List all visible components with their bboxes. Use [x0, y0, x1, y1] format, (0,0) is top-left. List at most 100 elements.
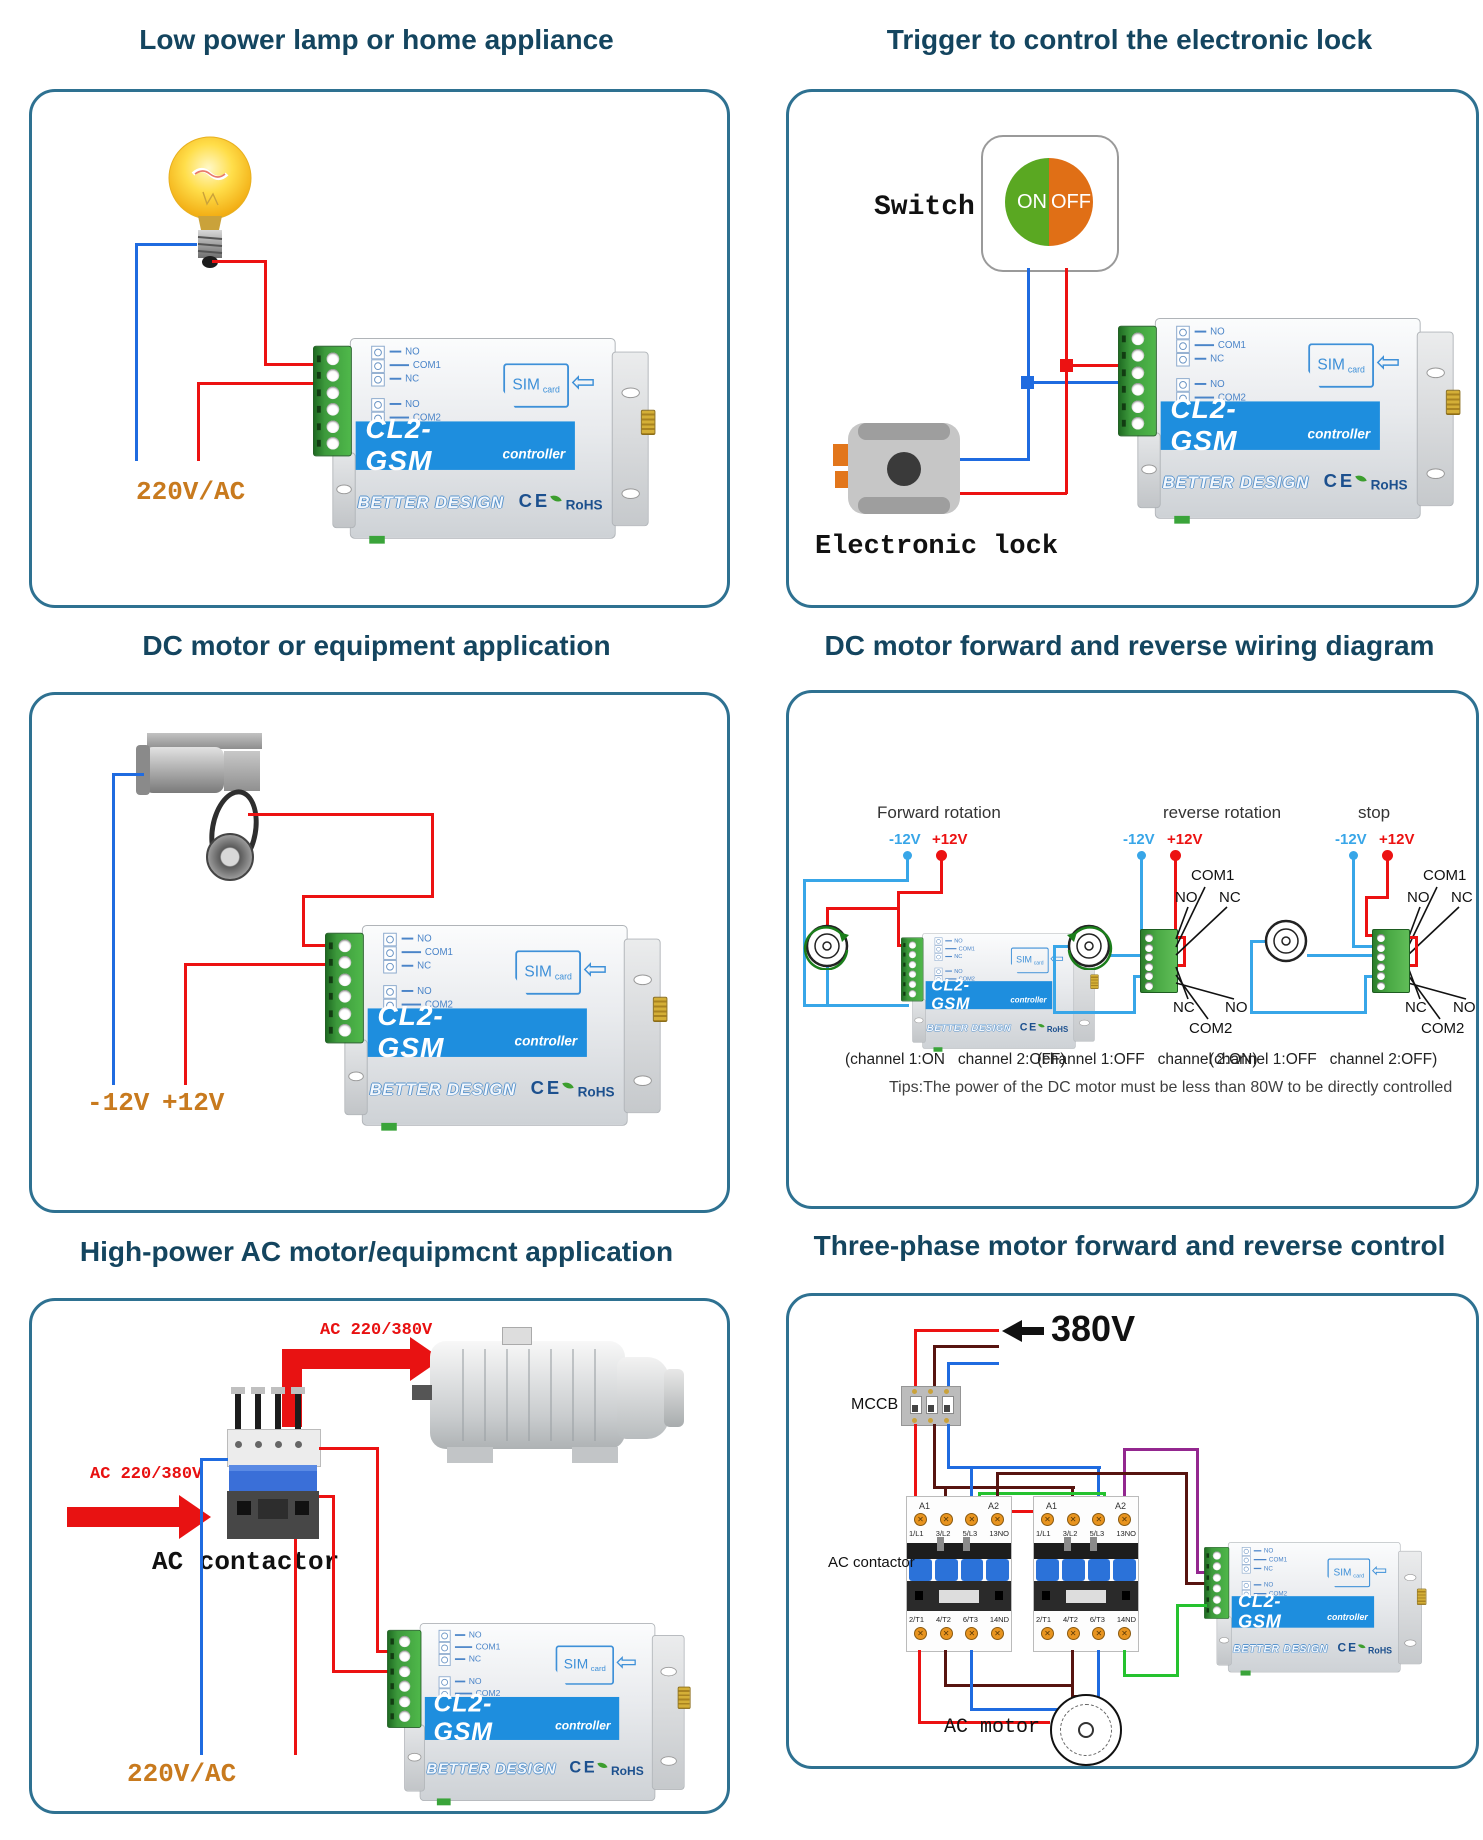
wire-segment — [947, 1424, 950, 1468]
pin-label-com2: COM2 — [390, 412, 441, 424]
relay-indicator — [438, 1676, 451, 1689]
wire-segment — [933, 1345, 936, 1389]
pin-label-no1: NO — [1195, 326, 1225, 338]
pin-no: NO — [1175, 889, 1198, 906]
wire-segment — [1110, 954, 1147, 957]
channel-state-forward: (channel 1:ON channel 2:OFF) — [845, 1051, 1066, 1068]
antenna-connector — [1445, 389, 1461, 415]
relay-indicator — [934, 953, 943, 961]
pos-label: +12V — [932, 831, 968, 848]
wire-segment — [197, 382, 200, 461]
mount-hole — [660, 1756, 677, 1766]
screw — [275, 1441, 282, 1448]
model-band: CL2-GSM controller — [424, 1690, 620, 1746]
pos-label: +12V — [1167, 831, 1203, 848]
wire-slot — [1121, 351, 1126, 359]
relay-indicator — [1241, 1547, 1251, 1556]
terminal-hole — [326, 420, 340, 434]
terminal-hole — [399, 1650, 411, 1662]
terminal-screw: ✕ — [1066, 1627, 1080, 1640]
terminal-label: 3/L2 — [1062, 1529, 1078, 1538]
wire-segment — [332, 1670, 390, 1673]
bottom-terminal-labels: 2/T1 4/T2 6/T3 14ND — [909, 1615, 1009, 1624]
wire-segment — [803, 879, 909, 882]
wire-slot — [390, 1638, 394, 1645]
relay-indicator — [371, 398, 385, 412]
wire-segment — [897, 891, 900, 947]
terminal-label: 5/L3 — [962, 1529, 978, 1538]
bottom-connector — [1174, 515, 1190, 524]
terminal-hole — [1212, 1573, 1222, 1582]
breaker-toggle — [942, 1396, 954, 1414]
terminal-hole — [1131, 366, 1145, 380]
terminal-label: 5/L3 — [1089, 1529, 1105, 1538]
terminal-hole — [1212, 1562, 1222, 1571]
pin-label-com1: COM1 — [1195, 339, 1246, 351]
terminal-screw: ✕ — [1041, 1627, 1054, 1640]
pin-com2: COM2 — [1189, 1020, 1233, 1037]
certifications: CE RoHS — [569, 1759, 643, 1778]
pin-label-nc1: NC — [1195, 353, 1224, 365]
wire-segment — [1053, 945, 1069, 948]
pin-label-no1: NO — [1254, 1547, 1273, 1555]
title-dcmotor: DC motor or equipment application — [142, 630, 611, 661]
terminal-hole — [326, 352, 340, 366]
wire-segment — [112, 773, 115, 1085]
model-band: CL2-GSM controller — [925, 977, 1053, 1013]
neg-label: -12V — [87, 1088, 150, 1118]
wire-segment — [803, 1004, 909, 1007]
sprocket — [206, 833, 254, 881]
tab — [963, 1537, 970, 1551]
wire-segment — [1053, 1011, 1135, 1014]
pin-no: NO — [1225, 999, 1248, 1016]
wire-slot — [1206, 1575, 1210, 1580]
terminal-screw: ✕ — [1117, 1513, 1131, 1526]
mount-hole — [1404, 1574, 1417, 1582]
terminal-label: 6/T3 — [1089, 1615, 1105, 1624]
contactor-label: AC contactor — [828, 1554, 915, 1571]
relay-indicator — [1241, 1581, 1251, 1590]
wire-segment — [933, 1345, 999, 1348]
bottom-terminal-labels: 2/T1 4/T2 6/T3 14ND — [1036, 1615, 1136, 1624]
wire-slot — [1121, 403, 1126, 411]
wire-segment — [135, 243, 197, 246]
motor-endbell — [617, 1357, 669, 1439]
wire-segment — [1364, 975, 1367, 1014]
wire-segment — [212, 260, 267, 263]
pin-label-no1: NO — [402, 933, 432, 945]
pin-label-com2: COM2 — [455, 1688, 501, 1698]
wire-segment — [1027, 268, 1030, 384]
wire-segment — [947, 1466, 1101, 1469]
wire-slot — [903, 943, 906, 947]
contactor-window — [237, 1501, 251, 1515]
terminal-screw: ✕ — [1066, 1513, 1080, 1526]
screw — [235, 1441, 242, 1448]
pin-com1: COM1 — [1191, 867, 1235, 884]
wire-segment — [970, 1708, 1100, 1711]
relay-indicator — [371, 359, 385, 373]
terminal-screw: ✕ — [990, 1513, 1004, 1526]
wire-segment — [826, 907, 829, 925]
relay-indicator — [1176, 325, 1190, 340]
model-name: CL2-GSM — [433, 1690, 493, 1746]
terminal-block — [325, 932, 364, 1044]
terminal-hole — [1145, 953, 1153, 962]
wire-slot — [1121, 335, 1126, 343]
leaf-icon — [562, 1079, 575, 1092]
pin-label-com1: COM1 — [390, 359, 441, 371]
rohs-mark: RoHS — [565, 497, 603, 513]
sim-insert-arrow-icon: ⇦ — [571, 365, 596, 400]
terminal-label: 14ND — [1116, 1615, 1136, 1624]
ce-mark: CE — [530, 1078, 563, 1099]
wire-segment — [302, 895, 305, 947]
sub-reverse-title: reverse rotation — [1163, 803, 1282, 822]
wire-segment — [264, 363, 316, 366]
ce-mark: CE — [1019, 1021, 1038, 1034]
leaf-icon — [1038, 1022, 1045, 1030]
switch-off-half: OFF — [1049, 158, 1093, 246]
pin-label-no1: NO — [455, 1630, 482, 1640]
terminal-block — [313, 345, 352, 457]
wire-segment — [957, 492, 1067, 495]
contactor-prong — [295, 1393, 301, 1431]
